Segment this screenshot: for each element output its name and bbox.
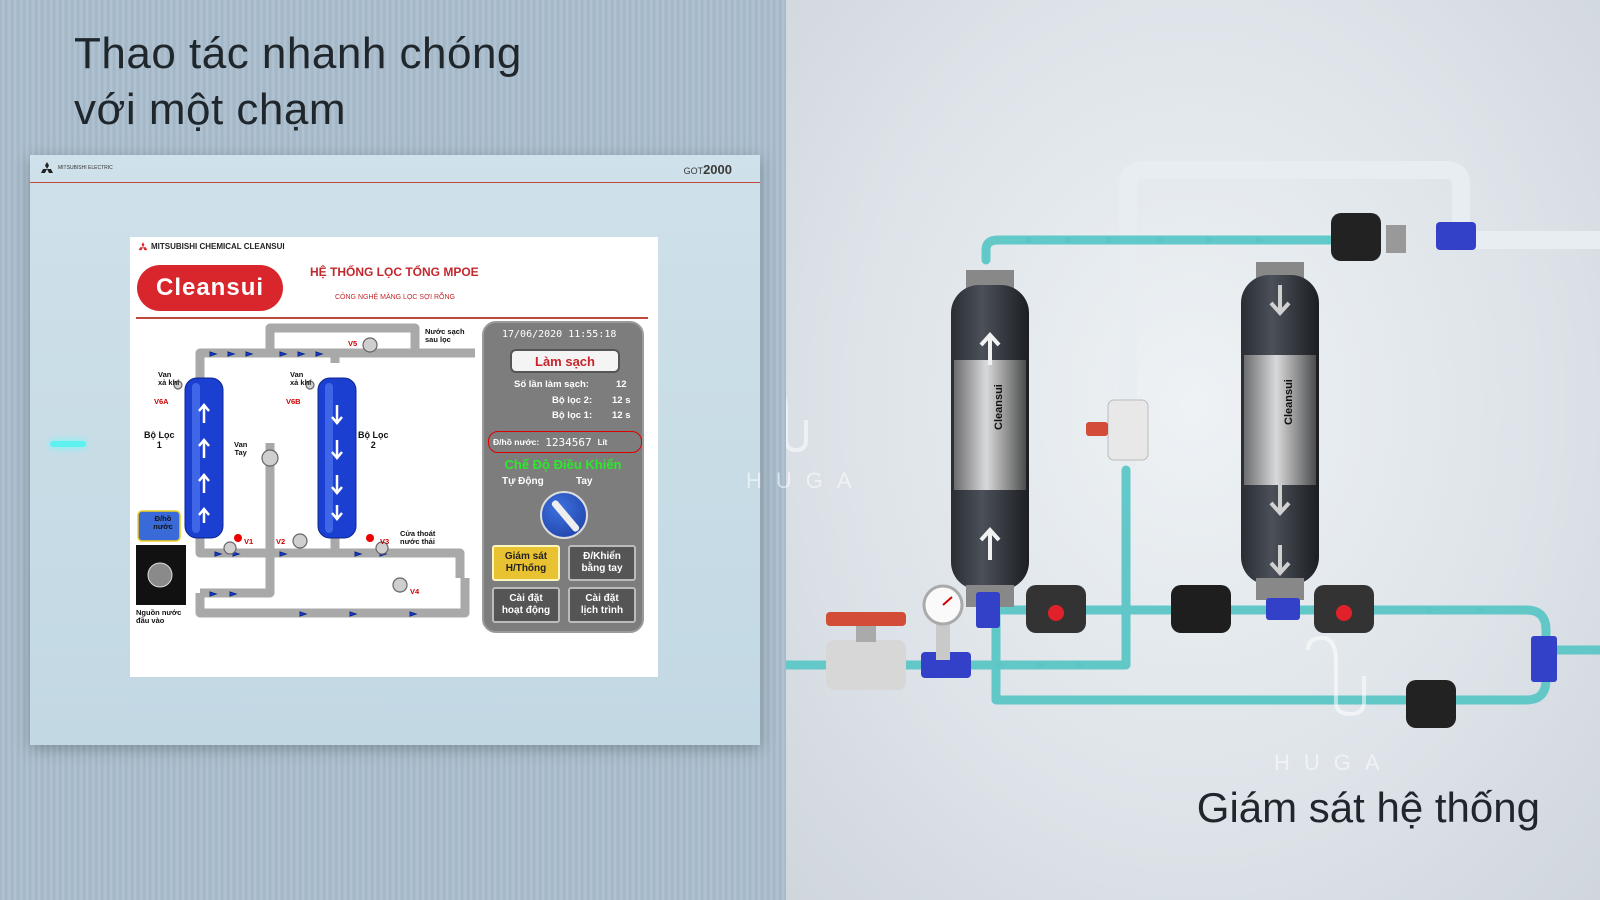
headline-line-2: với một chạm (74, 85, 347, 134)
clean-count-label: Số lần làm sạch: (514, 379, 589, 390)
datetime-display: 17/06/2020 11:55:18 (502, 329, 617, 340)
cartridge-2-label: Cleansui (1283, 379, 1295, 425)
water-meter-badge (137, 510, 181, 542)
filter-1-tank (184, 377, 224, 539)
pipe-system-render: Cleansui Cleansui (786, 161, 1600, 728)
watermark-bottom: HUGA (1274, 750, 1394, 775)
bezel-led-indicator (50, 441, 86, 447)
filter2-time-value: 12 s (612, 395, 631, 406)
pressure-gauge (922, 584, 964, 660)
label-v6b: V6B (286, 397, 301, 406)
status-lamps (234, 534, 374, 542)
bezel-top-bar: MITSUBISHI ELECTRIC GOT2000 (30, 155, 760, 183)
screen-divider (136, 317, 648, 319)
filter-cartridge-1 (951, 270, 1029, 607)
filter1-time-label: Bộ lọc 1: (552, 410, 593, 421)
manual-tee-valve (1086, 399, 1149, 461)
left-panel: Thao tác nhanh chóng với một chạm MITSUB… (0, 0, 786, 900)
clean-count-value: 12 (616, 379, 627, 390)
inlet-ball-valve (826, 612, 906, 690)
control-panel: 17/06/2020 11:55:18 Làm sạch Số lần làm … (482, 321, 644, 633)
filtration-diagram (136, 323, 475, 618)
headline: Thao tác nhanh chóng với một chạm (74, 26, 522, 138)
label-v6a: V6A (154, 397, 169, 406)
hmi-bezel: MITSUBISHI ELECTRIC GOT2000 MITSUBISHI C… (30, 155, 760, 745)
headline-line-1: Thao tác nhanh chóng (74, 29, 522, 78)
cartridge-1-label: Cleansui (993, 384, 1005, 430)
mode-manual-label: Tay (576, 476, 593, 487)
system-title: HỆ THỐNG LỌC TỔNG MPOE (310, 265, 479, 279)
mode-selector-knob[interactable] (540, 491, 588, 539)
hmi-screen: MITSUBISHI CHEMICAL CLEANSUI Cleansui HỆ… (130, 237, 658, 677)
label-v3: V3 (380, 537, 390, 546)
filter-system-scene: Cleansui Cleansui (746, 0, 1600, 900)
cyan-flow-arrows (996, 236, 1486, 669)
label-v5: V5 (348, 339, 358, 348)
source-pump (147, 562, 173, 588)
bezel-brand-text: MITSUBISHI ELECTRIC (58, 164, 113, 171)
blue-fittings (921, 222, 1557, 682)
filter-2-tank (317, 377, 357, 539)
label-v4: V4 (410, 587, 420, 596)
control-mode-title: Chế Độ Điều Khiển (504, 457, 622, 472)
filter2-time-label: Bộ lọc 2: (552, 395, 593, 406)
huga-watermark-icon (786, 395, 1366, 717)
clean-button[interactable]: Làm sạch (510, 349, 620, 373)
mode-auto-label: Tự Động (502, 476, 544, 487)
flow-meter-readout: Đ/hồ nước: 1234567 Lít (488, 431, 642, 453)
bezel-brand-logo: MITSUBISHI ELECTRIC (40, 162, 113, 174)
scene-caption: Giám sát hệ thống (1196, 784, 1540, 831)
watermark-top: HUGA (746, 468, 866, 493)
mitsubishi-diamond-icon (138, 242, 148, 251)
mitsubishi-diamond-icon (41, 162, 53, 173)
label-v2: V2 (276, 537, 286, 546)
blue-flow-arrows (209, 351, 418, 617)
solenoid-valves (1026, 213, 1456, 728)
cleansui-logo: Cleansui (137, 265, 283, 311)
company-brand: MITSUBISHI CHEMICAL CLEANSUI (138, 242, 285, 251)
label-v1: V1 (244, 537, 254, 546)
filter1-time-value: 12 s (612, 410, 631, 421)
filter-cartridge-2 (1241, 262, 1319, 600)
bezel-model-label: GOT2000 (683, 162, 732, 177)
system-subtitle: CÔNG NGHỆ MÀNG LỌC SỢI RỖNG (335, 294, 455, 301)
